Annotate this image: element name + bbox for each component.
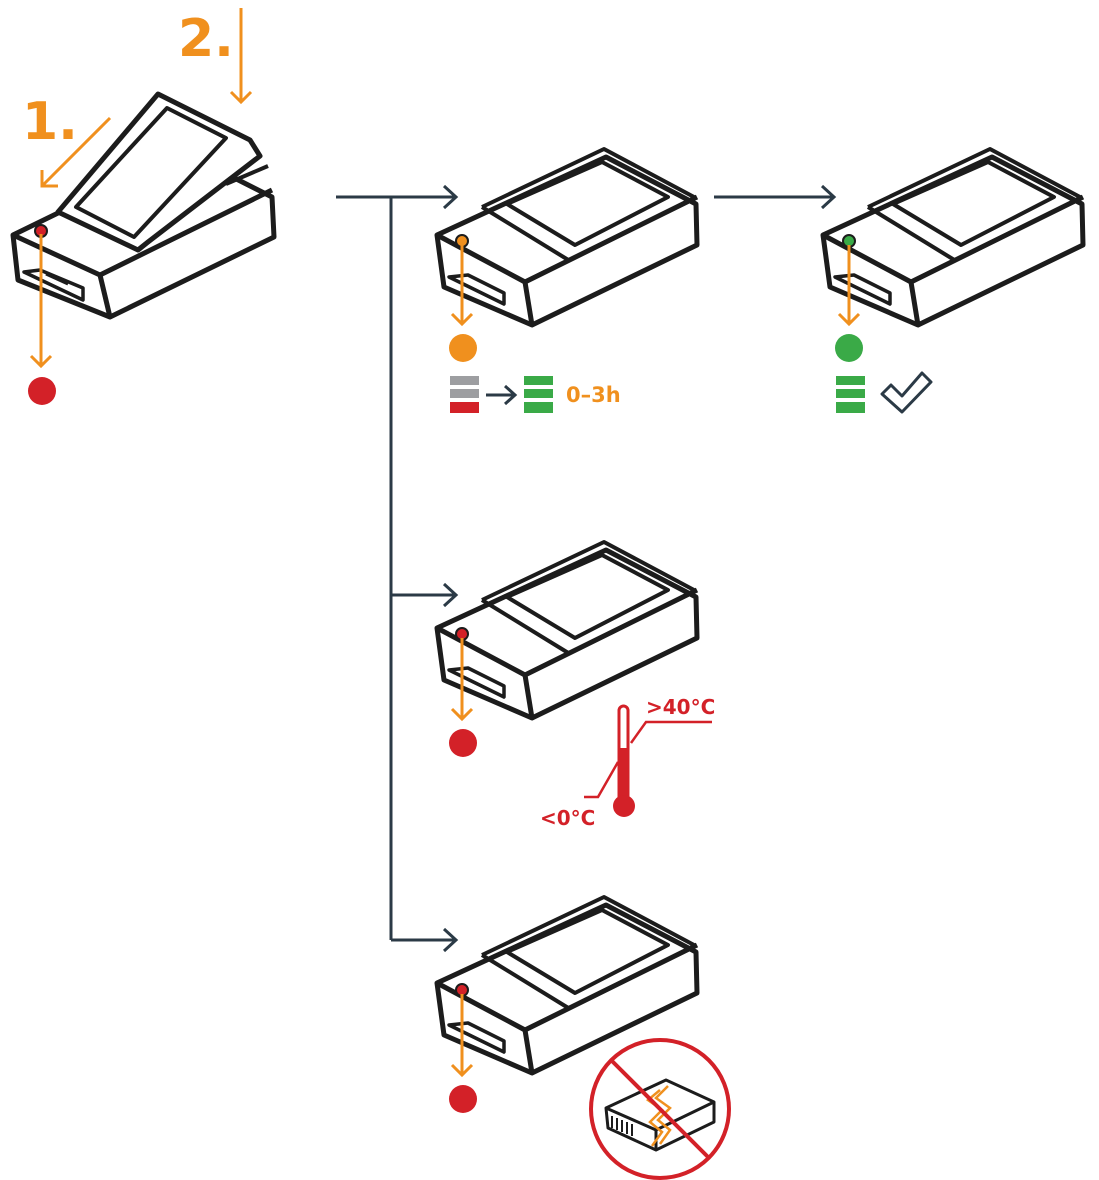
thermometer-icon	[584, 704, 712, 817]
step-1-label: 1.	[22, 92, 78, 152]
led-status-green-dot	[835, 334, 863, 362]
led-status-red-dot	[28, 377, 56, 405]
led-pointer-arrow	[450, 994, 474, 1078]
led-pointer-arrow	[29, 234, 53, 369]
flow-connectors	[336, 184, 837, 953]
charge-duration-label: 0–3h	[566, 383, 621, 407]
damaged-battery-prohibited-icon	[589, 1038, 731, 1180]
insert-arrow-2	[229, 8, 253, 105]
insert-arrow-1	[40, 116, 112, 188]
arrow-right-icon	[486, 384, 518, 406]
charging-device-illustration	[437, 149, 697, 325]
led-pointer-arrow	[450, 638, 474, 722]
temperature-fault-device-illustration	[437, 542, 697, 718]
battery-low-icon	[450, 376, 479, 413]
led-pointer-arrow	[837, 245, 861, 327]
checkmark-icon	[880, 371, 933, 414]
battery-full-icon	[524, 376, 553, 413]
led-pointer-arrow	[450, 245, 474, 327]
charged-device-illustration	[823, 149, 1083, 325]
min-temperature-label: <0°C	[540, 806, 595, 830]
led-status-red-dot	[449, 729, 477, 757]
battery-full-icon	[836, 376, 865, 413]
step-2-label: 2.	[178, 9, 234, 69]
max-temperature-label: >40°C	[646, 695, 715, 719]
led-status-red-dot	[449, 1085, 477, 1113]
led-status-orange-dot	[449, 334, 477, 362]
